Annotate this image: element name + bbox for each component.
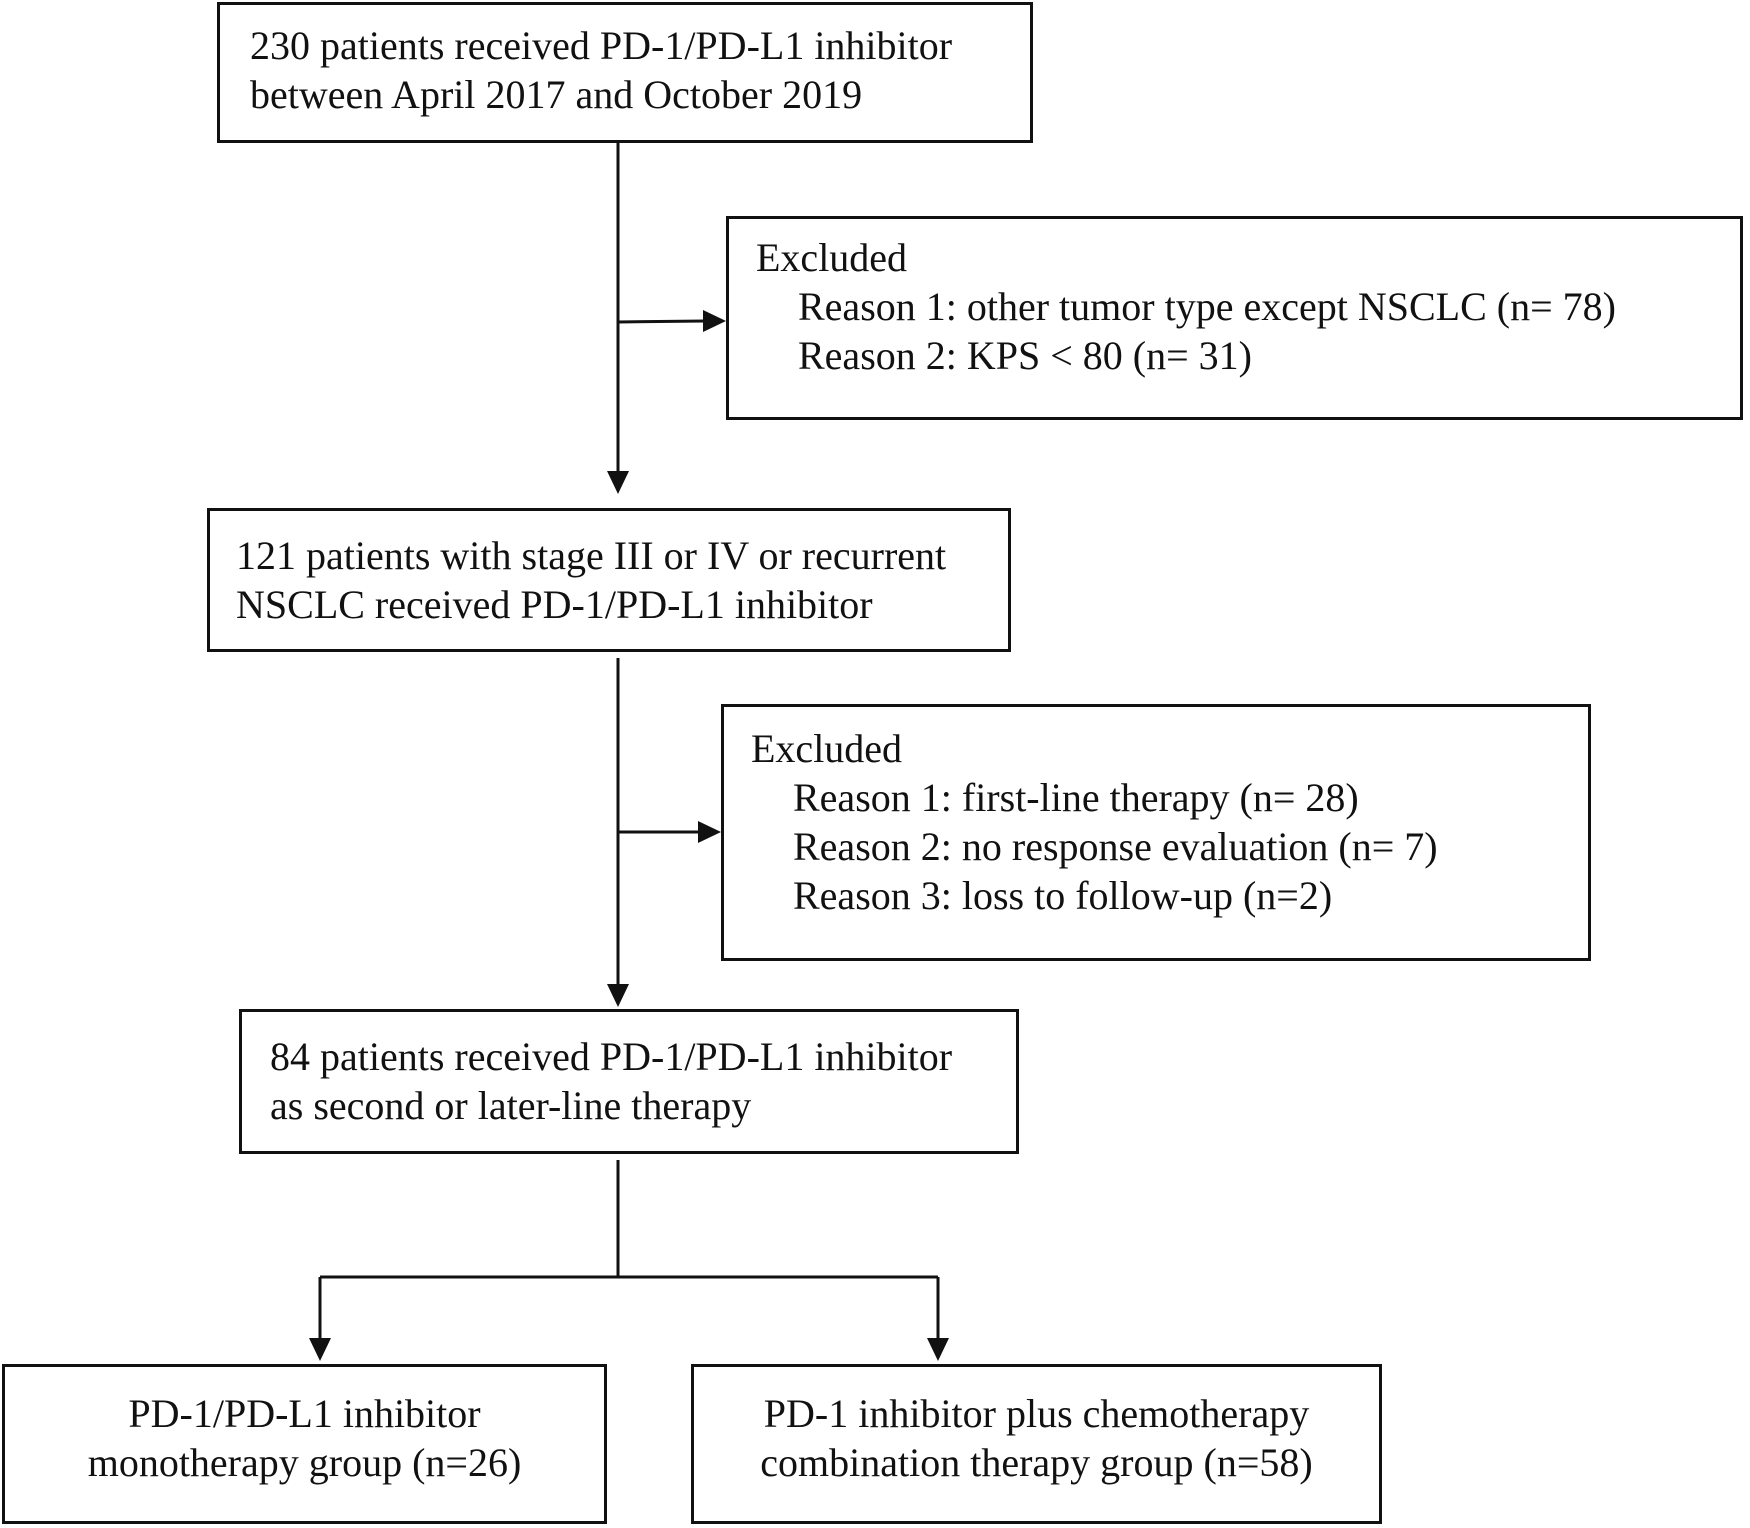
arrowhead-right-2 [698,821,721,843]
exclusion-box-2: Excluded Reason 1: first-line therapy (n… [721,704,1591,961]
exclusion-2-reason-2: Reason 2: no response evaluation (n= 7) [793,824,1438,869]
monotherapy-line-2: monotherapy group (n=26) [87,1440,522,1485]
second-line-line-2: as second or later-line therapy [270,1083,752,1128]
arrowhead-right-1 [703,310,726,332]
exclusion-2-reason-1: Reason 1: first-line therapy (n= 28) [793,775,1359,820]
nsclc-line-1: 121 patients with stage III or IV or rec… [236,533,947,578]
arrow-to-exclusion-1 [617,319,706,324]
nsclc-line-2: NSCLC received PD-1/PD-L1 inhibitor [236,582,873,627]
combination-group-box: PD-1 inhibitor plus chemotherapy combina… [691,1364,1382,1524]
combination-line-1: PD-1 inhibitor plus chemotherapy [763,1391,1310,1436]
exclusion-1-reason-1: Reason 1: other tumor type except NSCLC … [798,284,1616,329]
enrolled-line-2: between April 2017 and October 2019 [250,72,863,117]
second-line-patients-box: 84 patients received PD-1/PD-L1 inhibito… [239,1009,1019,1154]
exclusion-2-heading: Excluded [751,726,903,771]
monotherapy-line-1: PD-1/PD-L1 inhibitor [128,1391,481,1436]
exclusion-1-heading: Excluded [756,235,908,280]
arrowhead-down-1 [607,471,629,494]
arrowhead-down-4 [927,1338,949,1361]
exclusion-box-1: Excluded Reason 1: other tumor type exce… [726,216,1743,420]
nsclc-patients-box: 121 patients with stage III or IV or rec… [207,508,1011,652]
enrolled-line-1: 230 patients received PD-1/PD-L1 inhibit… [250,23,953,68]
exclusion-2-reason-3: Reason 3: loss to follow-up (n=2) [793,873,1333,918]
combination-line-2: combination therapy group (n=58) [760,1440,1313,1485]
second-line-line-1: 84 patients received PD-1/PD-L1 inhibito… [270,1034,953,1079]
exclusion-1-reason-2: Reason 2: KPS < 80 (n= 31) [798,333,1253,378]
monotherapy-group-box: PD-1/PD-L1 inhibitor monotherapy group (… [2,1364,607,1524]
arrowhead-down-3 [309,1338,331,1361]
arrowhead-down-2 [607,984,629,1007]
enrolled-patients-box: 230 patients received PD-1/PD-L1 inhibit… [217,2,1033,143]
